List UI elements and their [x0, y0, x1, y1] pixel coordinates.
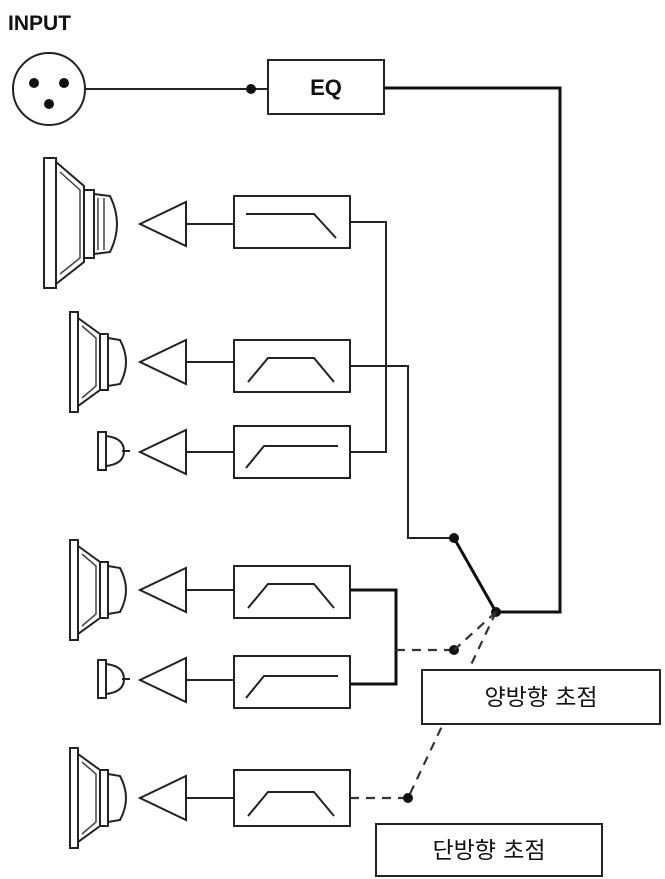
amplifier-triangle-icon: [137, 200, 187, 248]
eq-block: EQ: [267, 59, 385, 115]
speaker-driver-icon: [43, 157, 118, 289]
speaker-driver-icon: [69, 539, 127, 641]
bidirectional-focus-label-box: 양방향 초점: [421, 669, 661, 725]
switch-arm: [452, 537, 498, 613]
filter-response-icon: [233, 339, 351, 393]
unidirectional-focus-label: 단방향 초점: [432, 838, 545, 864]
speaker-driver-icon: [69, 311, 127, 413]
tweeter-icon: [97, 659, 130, 699]
filter-response-icon: [233, 425, 351, 479]
switch-dashed-to-middle: [453, 611, 497, 651]
eq-label: EQ: [310, 75, 342, 100]
amplifier-triangle-icon: [137, 656, 187, 704]
eq-output-bus: [384, 86, 562, 614]
amplifier-triangle-icon: [137, 566, 187, 614]
amplifier-triangle-icon: [137, 774, 187, 822]
amplifier-triangle-icon: [137, 428, 187, 476]
xlr-connector-icon: [12, 52, 86, 126]
input-junction: [246, 84, 256, 94]
amplifier-triangle-icon: [137, 338, 187, 386]
unidirectional-focus-label-box: 단방향 초점: [375, 823, 603, 877]
tweeter-icon: [97, 431, 130, 471]
switch-contact-bottom: [403, 793, 413, 803]
group1-bus-a: [350, 221, 387, 453]
bidirectional-focus-label: 양방향 초점: [484, 685, 597, 711]
input-label: INPUT: [8, 12, 71, 35]
filter-response-icon: [233, 195, 351, 249]
filter-response-icon: [233, 655, 351, 709]
speaker-driver-icon: [69, 747, 127, 849]
filter-response-icon: [233, 769, 351, 827]
group1-bus-b: [350, 365, 454, 539]
group2-bus: [350, 588, 398, 686]
filter-response-icon: [233, 565, 351, 619]
